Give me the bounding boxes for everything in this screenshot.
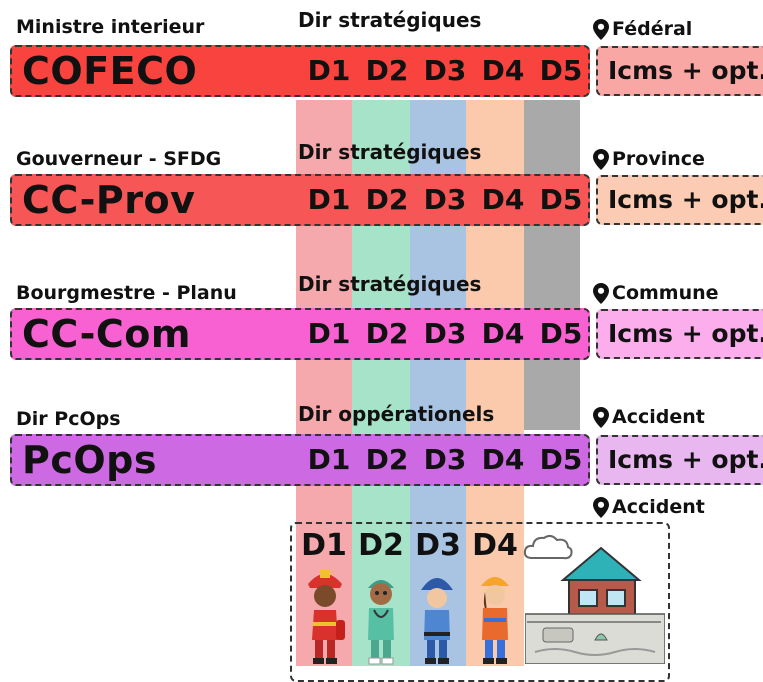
location-text: Accident bbox=[612, 406, 705, 428]
location-label: Commune bbox=[593, 282, 719, 304]
dir-label: Dir stratégiques bbox=[298, 140, 482, 164]
row-title: Ministre interieur bbox=[16, 16, 205, 38]
location-text: Commune bbox=[612, 282, 719, 304]
row-title: Gouverneur - SFDG bbox=[16, 148, 222, 170]
discipline-d1: D1 bbox=[301, 528, 347, 563]
org-name: COFECO bbox=[22, 49, 198, 93]
column-d5 bbox=[524, 100, 580, 430]
location-pin-icon bbox=[593, 18, 609, 40]
discipline-d4: D4 bbox=[481, 443, 525, 476]
medic-icon bbox=[368, 580, 394, 665]
band-pcops: PcOps D1 D2 D3 D4 D5 bbox=[10, 434, 590, 486]
location-label: Fédéral bbox=[593, 18, 692, 40]
discipline-d3: D3 bbox=[415, 528, 461, 563]
org-name: CC-Prov bbox=[22, 178, 196, 222]
discipline-list: D1 D2 D3 D4 D5 bbox=[300, 47, 590, 95]
discipline-d2: D2 bbox=[365, 183, 409, 216]
location-label: Province bbox=[593, 148, 705, 170]
band-ccprov: CC-Prov D1 D2 D3 D4 D5 bbox=[10, 174, 590, 226]
location-text: Province bbox=[612, 148, 705, 170]
discipline-d4: D4 bbox=[481, 183, 525, 216]
discipline-d4: D4 bbox=[472, 528, 518, 563]
discipline-d1: D1 bbox=[307, 54, 351, 87]
location-label: Accident bbox=[593, 406, 705, 428]
dir-label: Dir oppérationels bbox=[298, 402, 495, 426]
discipline-d2: D2 bbox=[358, 528, 404, 563]
icms-box: Icms + opt. bbox=[596, 309, 763, 359]
icms-box: Icms + opt. bbox=[596, 46, 763, 96]
discipline-d1: D1 bbox=[307, 183, 351, 216]
police-icon bbox=[421, 578, 453, 664]
location-pin-icon bbox=[593, 282, 609, 304]
location-pin-icon bbox=[593, 406, 609, 428]
icms-box: Icms + opt. bbox=[596, 435, 763, 485]
discipline-list: D1 D2 D3 D4 D5 bbox=[300, 310, 590, 358]
icms-box: Icms + opt. bbox=[596, 175, 763, 225]
discipline-d5: D5 bbox=[539, 54, 583, 87]
discipline-d3: D3 bbox=[423, 54, 467, 87]
location-text: Fédéral bbox=[612, 18, 693, 40]
discipline-d5: D5 bbox=[539, 443, 583, 476]
dir-label: Dir stratégiques bbox=[298, 8, 482, 32]
row-title: Dir PcOps bbox=[16, 408, 121, 430]
discipline-d5: D5 bbox=[539, 317, 583, 350]
discipline-list: D1 D2 D3 D4 D5 bbox=[300, 176, 590, 224]
discipline-d3: D3 bbox=[423, 317, 467, 350]
discipline-d4: D4 bbox=[481, 317, 525, 350]
discipline-d2: D2 bbox=[365, 317, 409, 350]
discipline-d1: D1 bbox=[307, 317, 351, 350]
firefighter-icon bbox=[308, 570, 345, 664]
flooded-house-icon bbox=[525, 546, 665, 664]
org-name: CC-Com bbox=[22, 312, 192, 356]
location-pin-icon bbox=[593, 148, 609, 170]
discipline-d4: D4 bbox=[481, 54, 525, 87]
location-pin-icon bbox=[593, 496, 609, 518]
cloud-icon bbox=[523, 534, 573, 560]
band-cccom: CC-Com D1 D2 D3 D4 D5 bbox=[10, 308, 590, 360]
discipline-d2: D2 bbox=[365, 443, 409, 476]
discipline-d5: D5 bbox=[539, 183, 583, 216]
location-text: Accident bbox=[612, 496, 705, 518]
discipline-d3: D3 bbox=[423, 443, 467, 476]
row-title: Bourgmestre - Planu bbox=[16, 282, 237, 304]
dir-label: Dir stratégiques bbox=[298, 272, 482, 296]
band-cofeco: COFECO D1 D2 D3 D4 D5 bbox=[10, 45, 590, 97]
discipline-d3: D3 bbox=[423, 183, 467, 216]
discipline-d1: D1 bbox=[307, 443, 351, 476]
location-label: Accident bbox=[593, 496, 705, 518]
discipline-list: D1 D2 D3 D4 D5 bbox=[300, 436, 590, 484]
civil-protection-icon bbox=[481, 577, 509, 664]
org-name: PcOps bbox=[22, 438, 157, 482]
discipline-d2: D2 bbox=[365, 54, 409, 87]
